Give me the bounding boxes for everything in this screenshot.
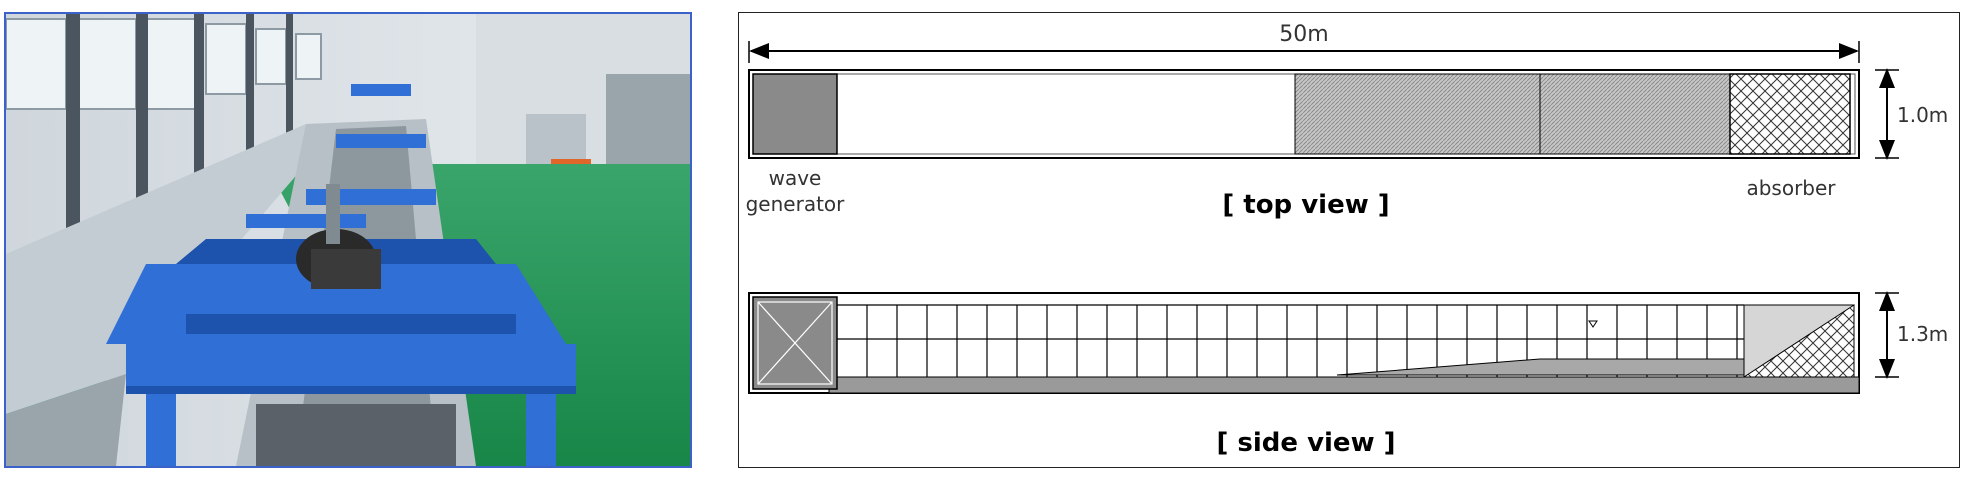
wave-generator-top xyxy=(752,73,838,155)
flume-photo xyxy=(4,12,692,468)
slope-section-top-1 xyxy=(1294,73,1541,155)
wave-generator-label-line1: wave xyxy=(769,166,822,190)
flume-schematic: 50m 1.0m wave generator absorber [ top v… xyxy=(738,12,1960,468)
top-view xyxy=(748,69,1860,159)
side-height-label: 1.3m xyxy=(1897,322,1948,346)
top-view-title: [ top view ] xyxy=(1222,190,1389,220)
flume-photo-illustration xyxy=(6,14,690,466)
side-view-grid xyxy=(837,304,1744,377)
slope-section-top-2 xyxy=(1539,73,1731,155)
schematic-svg: 50m 1.0m wave generator absorber [ top v… xyxy=(746,22,1949,458)
side-view-title: [ side view ] xyxy=(1216,428,1395,458)
water-level-marker xyxy=(1588,320,1598,328)
absorber-top xyxy=(1729,73,1851,155)
wave-generator-label-line2: generator xyxy=(746,192,846,216)
length-label: 50m xyxy=(1279,22,1328,47)
absorber-label: absorber xyxy=(1746,176,1836,200)
top-width-label: 1.0m xyxy=(1897,103,1948,127)
side-view xyxy=(748,292,1860,394)
